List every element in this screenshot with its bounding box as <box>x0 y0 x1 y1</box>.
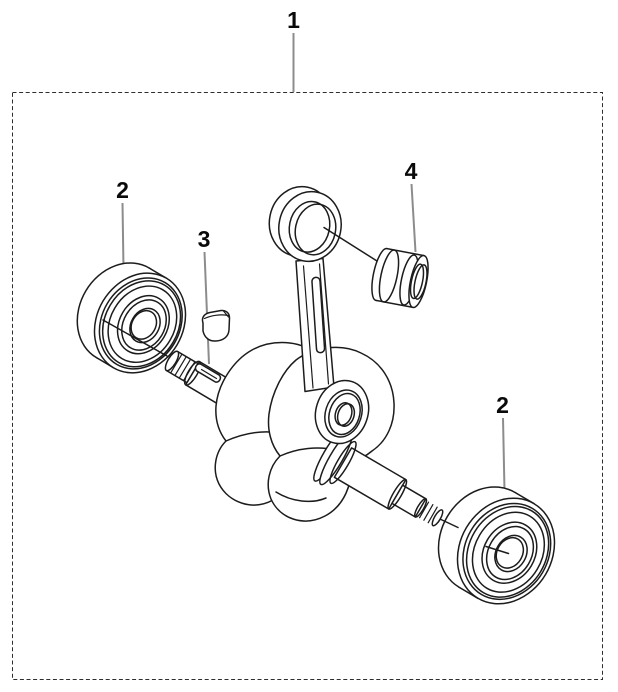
indicator-line-eye-to-needle-bearing <box>323 226 378 262</box>
ball-bearing-left <box>76 262 187 374</box>
leader-line-callout-3 <box>203 251 210 365</box>
callout-label-1: 1 <box>287 7 300 33</box>
callout-label-3: 3 <box>198 226 211 252</box>
callout-label-2-right: 2 <box>496 392 509 418</box>
axis-line-right-bearing-outer <box>440 518 459 529</box>
woodruff-key <box>201 309 231 342</box>
callout-label-4: 4 <box>405 158 418 184</box>
leader-line-callout-4 <box>410 183 417 253</box>
callout-label-2-left: 2 <box>116 177 129 203</box>
needle-bearing-bushing <box>371 247 429 309</box>
assembly-boundary-box <box>12 92 603 680</box>
axis-line-left-bearing <box>102 319 168 357</box>
leader-line-callout-2-right <box>502 417 506 492</box>
axis-line-right-bearing-bore <box>485 545 510 555</box>
ball-bearing-right <box>437 486 556 605</box>
leader-line-callout-2-left <box>121 202 125 270</box>
crankshaft <box>164 185 444 527</box>
